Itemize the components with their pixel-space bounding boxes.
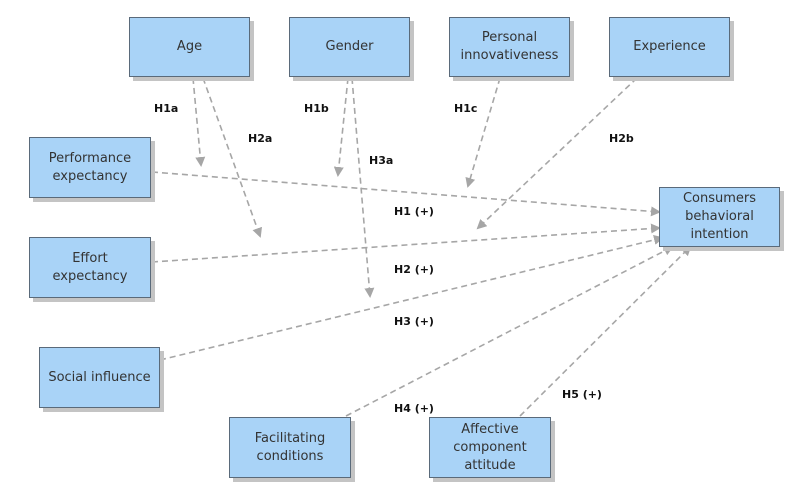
consumers-behavioral-intention-label: Consumers behavioral intention bbox=[682, 191, 757, 242]
facilitating-conditions-label: Facilitating conditions bbox=[254, 430, 326, 464]
arrow-performance-to-intention bbox=[151, 171, 661, 217]
hypothesis-h2a-label: H2a bbox=[248, 132, 273, 145]
arrow-facilitating-to-intention bbox=[345, 246, 674, 417]
effort-expectancy-label: Effort expectancy bbox=[52, 250, 128, 284]
hypothesis-h1b-label: H1b bbox=[304, 102, 329, 115]
arrow-experience-to-h2b bbox=[476, 77, 638, 230]
performance-expectancy-box: Performance expectancy bbox=[29, 137, 151, 198]
arrow-social-to-intention bbox=[159, 235, 664, 361]
hypothesis-h2b-label: H2b bbox=[609, 132, 634, 145]
arrow-gender-to-h3a bbox=[351, 77, 375, 298]
consumers-behavioral-intention-box: Consumers behavioral intention bbox=[659, 187, 780, 247]
arrow-age-to-h1a bbox=[192, 77, 206, 167]
gender-label: Gender bbox=[325, 39, 374, 54]
hypothesis-h1a-label: H1a bbox=[154, 102, 179, 115]
age-box: Age bbox=[129, 17, 250, 77]
experience-label: Experience bbox=[633, 39, 706, 54]
arrow-age-to-h2a bbox=[202, 77, 262, 238]
hypothesis-h4-label: H4 (+) bbox=[394, 402, 434, 415]
arrow-affective-to-intention bbox=[519, 245, 692, 417]
personal-innovativeness-box: Personal innovativeness bbox=[449, 17, 570, 77]
hypothesis-h1-label: H1 (+) bbox=[394, 205, 434, 218]
gender-box: Gender bbox=[289, 17, 410, 77]
affective-component-attitude-box: Affective component attitude bbox=[429, 417, 551, 478]
arrow-effort-to-intention bbox=[151, 223, 661, 263]
arrow-innovativeness-to-h1c bbox=[465, 77, 501, 188]
performance-expectancy-label: Performance expectancy bbox=[48, 150, 132, 184]
effort-expectancy-box: Effort expectancy bbox=[29, 237, 151, 298]
social-influence-label: Social influence bbox=[48, 369, 151, 385]
social-influence-box: Social influence bbox=[39, 347, 160, 408]
experience-box: Experience bbox=[609, 17, 730, 77]
personal-innovativeness-label: Personal innovativeness bbox=[460, 30, 559, 63]
hypothesis-h5-label: H5 (+) bbox=[562, 388, 602, 401]
affective-component-attitude-label: Affective component attitude bbox=[453, 421, 527, 473]
hypothesis-h3-label: H3 (+) bbox=[394, 315, 434, 328]
facilitating-conditions-box: Facilitating conditions bbox=[229, 417, 351, 478]
hypothesis-h1c-label: H1c bbox=[454, 102, 478, 115]
age-label: Age bbox=[176, 39, 203, 54]
hypothesis-h3a-label: H3a bbox=[369, 154, 394, 167]
hypothesis-h2-label: H2 (+) bbox=[394, 263, 434, 276]
arrow-gender-to-h1b bbox=[333, 77, 349, 177]
